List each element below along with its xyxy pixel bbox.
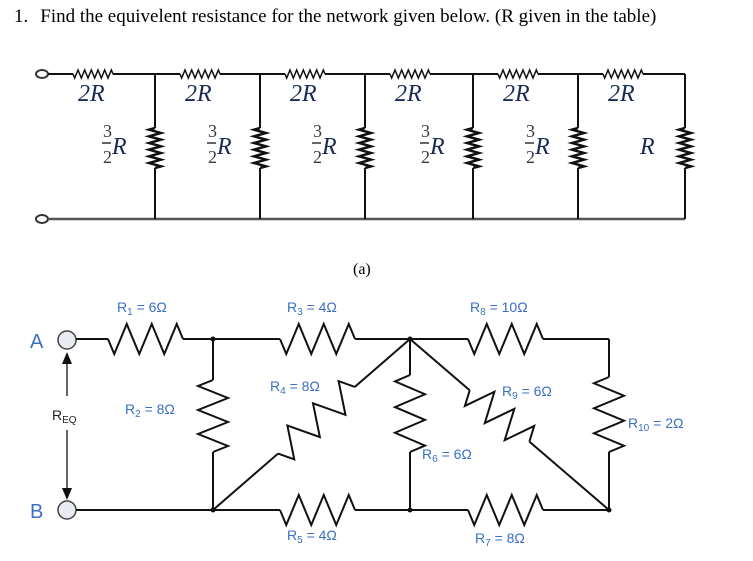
resistor-label-r6: R6 = 6Ω xyxy=(422,446,472,465)
resistor-label-r4: R4 = 8Ω xyxy=(270,378,320,397)
ladder-caption: (a) xyxy=(353,261,371,278)
ladder-shunt-resistor xyxy=(567,126,589,170)
req-arrow-down-head xyxy=(62,488,72,500)
question-body: Find the equivelent resistance for the n… xyxy=(40,6,657,27)
resistor-label-r3: R3 = 4Ω xyxy=(287,299,337,318)
ladder-series-resistor xyxy=(602,68,644,80)
ladder-shunt-var: R xyxy=(216,134,232,160)
ladder-shunt-resistor xyxy=(144,126,166,170)
bridge-wire xyxy=(212,452,279,511)
ladder-shunt-resistor xyxy=(462,126,484,170)
resistor-r7 xyxy=(467,492,544,528)
ladder-shunt-denominator: 2 xyxy=(103,147,112,167)
ladder-shunt-denominator: 2 xyxy=(313,147,322,167)
ladder-shunt-var: R xyxy=(321,134,337,160)
ladder-terminal-bottom xyxy=(35,214,49,224)
junction-dot xyxy=(210,336,216,342)
ladder-series-resistor xyxy=(179,68,221,80)
ladder-shunt-numerator: 3 xyxy=(421,121,430,141)
resistor-label-r7: R7 = 8Ω xyxy=(475,530,525,549)
ladder-series-label: 2R xyxy=(395,81,422,107)
resistor-r6 xyxy=(392,374,428,453)
ladder-shunt-denominator: 2 xyxy=(421,147,430,167)
ladder-shunt-resistor xyxy=(674,126,696,170)
resistor-r8 xyxy=(467,321,544,357)
ladder-series-label: 2R xyxy=(290,81,317,107)
ladder-terminal-top xyxy=(35,69,49,79)
resistor-r1 xyxy=(107,321,184,357)
req-arrow-up-head xyxy=(62,352,72,364)
req-label: REQ xyxy=(52,407,77,426)
ladder-series-resistor xyxy=(72,68,114,80)
resistor-r4 xyxy=(277,379,356,461)
ladder-series-resistor xyxy=(284,68,326,80)
ladder-shunt-numerator: 3 xyxy=(313,121,322,141)
ladder-shunt-var: R xyxy=(111,134,127,160)
question-number: 1. xyxy=(14,6,29,27)
ladder-series-label: 2R xyxy=(503,81,530,107)
ladder-series-label: 2R xyxy=(608,81,635,107)
resistor-r2 xyxy=(195,379,231,453)
resistor-label-r1: R1 = 6Ω xyxy=(117,299,167,318)
terminal-a[interactable] xyxy=(57,330,77,350)
ladder-series-resistor xyxy=(497,68,539,80)
bridge-wire xyxy=(354,338,411,388)
resistor-label-r5: R5 = 4Ω xyxy=(287,527,337,546)
bridge-wire xyxy=(528,440,610,511)
resistor-r3 xyxy=(279,321,356,357)
resistor-r9 xyxy=(463,389,536,443)
ladder-shunt-var: R xyxy=(429,134,445,160)
ladder-series-label: 2R xyxy=(185,81,212,107)
ladder-shunt-numerator: 3 xyxy=(103,121,112,141)
resistor-label-r9: R9 = 6Ω xyxy=(502,383,552,402)
junction-dot xyxy=(407,507,413,513)
question-text: 1. Find the equivelent resistance for the… xyxy=(14,6,656,28)
junction-dot xyxy=(210,507,216,513)
resistor-r5 xyxy=(279,492,356,528)
terminal-b-label: B xyxy=(30,501,43,523)
ladder-shunt-resistor xyxy=(354,126,376,170)
junction-dot xyxy=(407,336,413,342)
terminal-a-label: A xyxy=(30,331,44,353)
resistor-label-r8: R8 = 10Ω xyxy=(470,299,528,318)
ladder-shunt-denominator: 2 xyxy=(526,147,535,167)
junction-dot xyxy=(606,507,612,513)
ladder-shunt-numerator: 3 xyxy=(208,121,217,141)
ladder-shunt-var: R xyxy=(639,134,655,160)
resistor-label-r2: R2 = 8Ω xyxy=(125,401,175,420)
ladder-series-label: 2R xyxy=(78,81,105,107)
bridge-network: A B REQ R1 = 6Ω R2 = 8Ω R3 = 4Ω R4 = 8Ω R5 =… xyxy=(30,299,683,549)
bridge-wire xyxy=(409,338,471,392)
ladder-shunt-resistor xyxy=(249,126,271,170)
ladder-shunt-var: R xyxy=(534,134,550,160)
ladder-shunt-numerator: 3 xyxy=(526,121,535,141)
ladder-series-resistor xyxy=(389,68,431,80)
ladder-shunt-denominator: 2 xyxy=(208,147,217,167)
terminal-b[interactable] xyxy=(57,500,77,520)
resistor-r10 xyxy=(591,376,627,453)
resistor-label-r10: R10 = 2Ω xyxy=(628,415,683,434)
